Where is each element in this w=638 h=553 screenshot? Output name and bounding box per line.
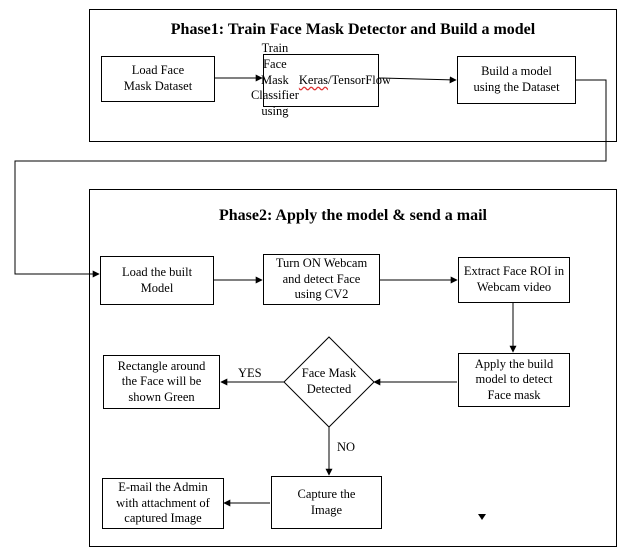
phase1-title: Phase1: Train Face Mask Detector and Bui… bbox=[170, 21, 536, 38]
step-build-model: Build a model using the Dataset bbox=[457, 56, 576, 104]
step-load-dataset: Load Face Mask Dataset bbox=[101, 56, 215, 102]
arrow-train-to-build bbox=[378, 76, 457, 84]
step-green-rectangle: Rectangle around the Face will be shown … bbox=[103, 355, 220, 409]
step-load-built-model: Load the built Model bbox=[100, 256, 214, 305]
step-email-admin: E-mail the Admin with attachment of capt… bbox=[102, 478, 224, 529]
label-yes: YES bbox=[238, 366, 262, 380]
decision-text: Face Mask Detected bbox=[301, 366, 357, 396]
step-train-classifier: Train Face Mask Classifier using Keras/T… bbox=[250, 41, 392, 118]
decision-diamond bbox=[283, 336, 375, 428]
label-no: NO bbox=[337, 440, 356, 454]
step-extract-roi: Extract Face ROI in Webcam video bbox=[458, 257, 570, 303]
step-capture-image: Capture the Image bbox=[271, 476, 382, 529]
step-apply-model: Apply the build model to detect Face mas… bbox=[458, 353, 570, 407]
connector-phase1-to-phase2 bbox=[14, 79, 607, 278]
step-webcam-detect: Turn ON Webcam and detect Face using CV2 bbox=[263, 254, 380, 305]
phase2-title: Phase2: Apply the model & send a mail bbox=[218, 207, 487, 224]
stray-triangle-mark bbox=[478, 514, 486, 520]
